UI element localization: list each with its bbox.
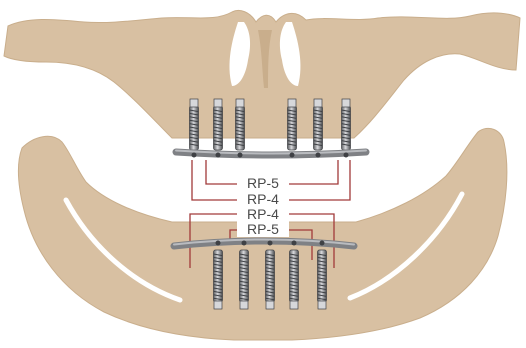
upper-bar	[176, 151, 366, 158]
label-lower-outer: RP-4	[237, 206, 289, 222]
screw-access-dot	[268, 241, 273, 246]
label-lower-inner-text: RP-5	[247, 221, 279, 237]
label-lower-inner: RP-5	[237, 221, 289, 237]
screw-access-dot	[290, 153, 295, 158]
leader-line	[289, 160, 350, 200]
implant-screw	[240, 250, 249, 309]
screw-access-dot	[242, 241, 247, 246]
implant-screw	[214, 250, 223, 309]
leader-line	[192, 160, 237, 200]
label-upper-outer: RP-5	[237, 175, 289, 191]
screw-access-dot	[192, 153, 197, 158]
implant-screw	[266, 250, 275, 309]
implant-screw	[190, 99, 199, 150]
implant-screw	[290, 250, 299, 309]
screw-access-dot	[320, 241, 325, 246]
screw-access-dot	[216, 241, 221, 246]
implant-screw	[288, 99, 297, 150]
implant-screw	[318, 250, 327, 309]
implant-screw	[214, 99, 223, 150]
implant-screw	[236, 99, 245, 150]
screw-access-dot	[344, 153, 349, 158]
screw-access-dot	[316, 153, 321, 158]
leader-line	[206, 160, 237, 184]
label-upper-inner-text: RP-4	[247, 191, 279, 207]
label-upper-inner: RP-4	[237, 191, 289, 207]
label-upper-outer-text: RP-5	[247, 175, 279, 191]
leader-line	[289, 160, 338, 184]
label-lower-outer-text: RP-4	[247, 206, 279, 222]
implant-screw	[342, 99, 351, 150]
screw-access-dot	[216, 153, 221, 158]
implant-screw	[314, 99, 323, 150]
maxilla-bone	[4, 10, 520, 138]
screw-access-dot	[238, 153, 243, 158]
screw-access-dot	[292, 241, 297, 246]
